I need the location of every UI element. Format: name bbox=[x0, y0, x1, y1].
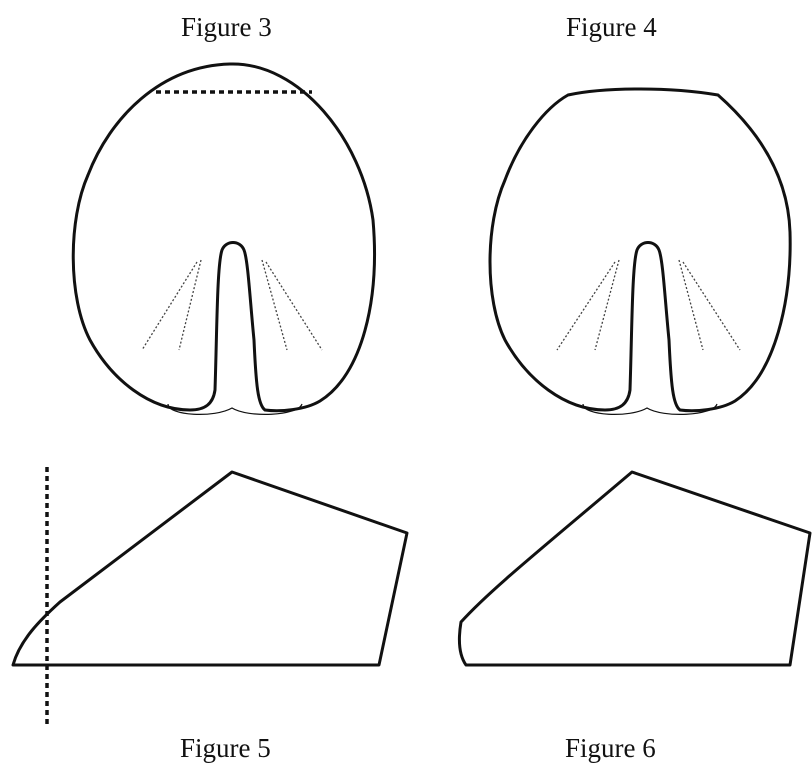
heel-bulbs bbox=[167, 403, 303, 415]
frog-groove-lines bbox=[556, 259, 741, 351]
figure-5-caption: Figure 5 bbox=[180, 733, 271, 763]
hoof-side-outline bbox=[457, 470, 812, 667]
figure-5-hoof-side bbox=[11, 467, 409, 725]
figure-3-caption: Figure 3 bbox=[181, 12, 272, 42]
figure-3-hoof-sole bbox=[71, 62, 376, 415]
hoof-wall-outline bbox=[488, 87, 792, 413]
hoof-side-outline bbox=[11, 470, 409, 667]
figure-4-hoof-sole bbox=[488, 87, 792, 415]
frog-groove-lines bbox=[141, 259, 323, 351]
heel-bulbs bbox=[582, 403, 718, 415]
figure-6-hoof-side bbox=[457, 470, 812, 667]
figure-6-caption: Figure 6 bbox=[565, 733, 656, 763]
hoof-wall-outline bbox=[71, 62, 376, 413]
figure-4-caption: Figure 4 bbox=[566, 12, 657, 42]
